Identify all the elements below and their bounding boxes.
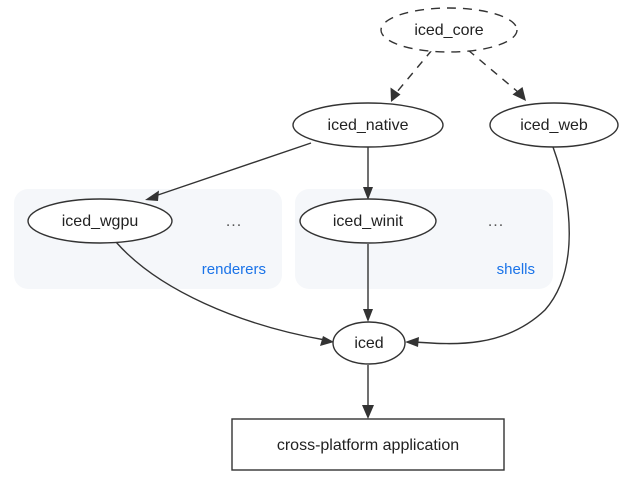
edge-iced-to-application	[362, 365, 374, 419]
node-iced-core-label: iced_core	[414, 22, 483, 39]
node-iced-shape[interactable]	[332, 321, 406, 365]
edge-iced-to-application-arrowhead	[362, 405, 374, 419]
node-cross-platform-application-shape[interactable]	[231, 418, 505, 471]
node-iced-wgpu[interactable]: iced_wgpu	[27, 198, 173, 244]
edge-iced-native-to-iced-wgpu-line	[154, 142, 312, 197]
node-iced-winit[interactable]: iced_winit	[299, 198, 437, 244]
edge-iced-core-to-iced-web	[467, 49, 526, 101]
edge-iced-native-to-iced-winit	[363, 147, 373, 200]
edge-iced-core-to-iced-web-arrowhead	[512, 87, 526, 101]
node-iced-web-label: iced_web	[520, 117, 588, 134]
node-iced[interactable]: iced	[332, 321, 406, 365]
edge-iced-web-to-iced	[405, 146, 570, 347]
edge-iced-core-to-iced-web-line	[467, 49, 519, 93]
edge-iced-native-to-iced-winit-arrowhead	[363, 187, 373, 200]
edge-iced-web-to-iced-arrowhead	[405, 337, 419, 347]
cluster-renderers-ellipsis: ...	[226, 213, 242, 230]
edge-iced-wgpu-to-iced-arrowhead	[320, 336, 334, 346]
node-iced-core[interactable]: iced_core	[380, 7, 518, 53]
edge-iced-core-to-iced-native	[390, 49, 433, 102]
edge-iced-native-to-iced-wgpu	[145, 142, 312, 201]
node-iced-native-label: iced_native	[328, 117, 409, 134]
edge-iced-native-to-iced-wgpu-arrowhead	[145, 190, 159, 201]
node-cross-platform-application-label: cross-platform application	[277, 437, 459, 454]
node-iced-winit-shape[interactable]	[299, 198, 437, 244]
node-iced-winit-label: iced_winit	[333, 213, 404, 230]
edge-iced-core-to-iced-native-arrowhead	[390, 87, 401, 102]
node-iced-wgpu-shape[interactable]	[27, 198, 173, 244]
edge-iced-web-to-iced-line	[414, 146, 570, 345]
node-iced-label: iced	[354, 335, 383, 352]
node-iced-native-shape[interactable]	[292, 102, 444, 148]
edge-iced-core-to-iced-native-line	[395, 49, 433, 94]
edge-iced-wgpu-to-iced	[115, 241, 334, 346]
edge-iced-wgpu-to-iced-line	[115, 241, 326, 341]
cluster-shells-label: shells	[497, 261, 535, 278]
edge-iced-winit-to-iced-arrowhead	[363, 309, 373, 322]
node-iced-web[interactable]: iced_web	[489, 102, 619, 148]
cluster-renderers-label: renderers	[202, 261, 266, 278]
node-iced-native[interactable]: iced_native	[292, 102, 444, 148]
edge-iced-winit-to-iced	[363, 244, 373, 322]
node-iced-web-shape[interactable]	[489, 102, 619, 148]
node-iced-core-shape[interactable]	[380, 7, 518, 53]
cluster-shells-ellipsis: ...	[488, 213, 504, 230]
node-cross-platform-application[interactable]: cross-platform application	[231, 418, 505, 471]
node-iced-wgpu-label: iced_wgpu	[62, 213, 139, 230]
